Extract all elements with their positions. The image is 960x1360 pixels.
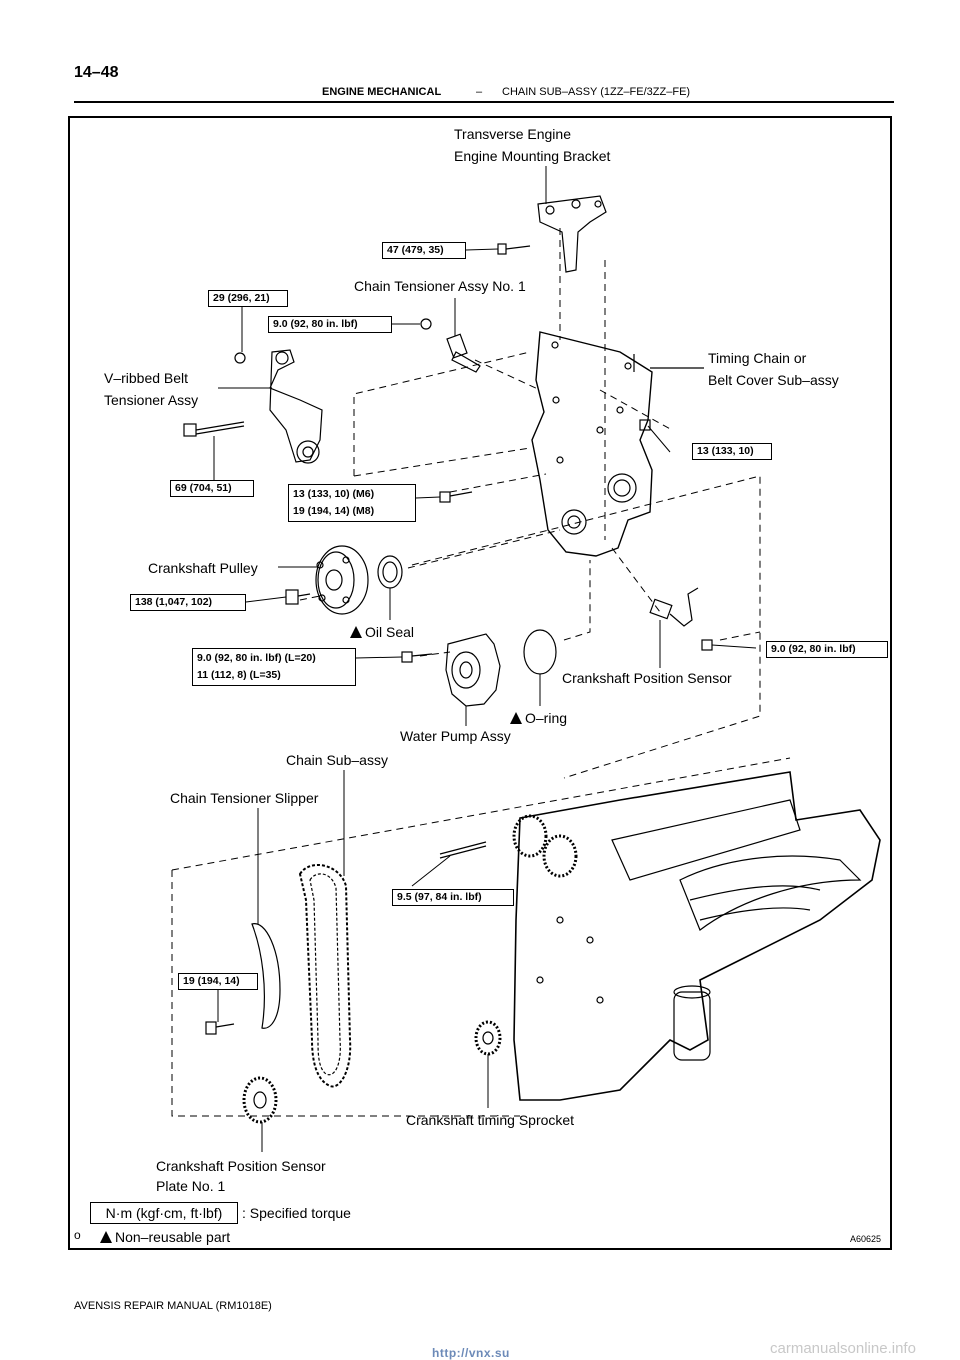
legend-unit-desc: : Specified torque <box>242 1205 351 1221</box>
header-section: ENGINE MECHANICAL <box>322 86 442 98</box>
label-crankshaft-pulley: Crankshaft Pulley <box>148 560 258 576</box>
nonreusable-marker-icon <box>350 626 362 638</box>
legend-marker-o: o <box>74 1228 81 1242</box>
label-vribbed-belt: V–ribbed Belt <box>104 370 189 386</box>
label-transverse-engine: Transverse Engine <box>454 126 571 142</box>
label-oil-seal-text: Oil Seal <box>365 624 415 640</box>
torque-wp-l35: 11 (112, 8) (L=35) <box>197 669 281 681</box>
page-number: 14–48 <box>74 64 119 81</box>
header-subsection: CHAIN SUB–ASSY (1ZZ–FE/3ZZ–FE) <box>502 86 691 98</box>
label-chain-tensioner-slipper: Chain Tensioner Slipper <box>170 790 319 806</box>
nonreusable-marker-icon <box>100 1231 112 1243</box>
torque-19: 19 (194, 14) <box>178 973 258 990</box>
watermark-site: carmanualsonline.info <box>770 1340 916 1357</box>
legend-nonreusable: Non–reusable part <box>100 1227 230 1247</box>
label-crank-timing-sprocket: Crankshaft timing Sprocket <box>406 1112 575 1128</box>
figure-frame <box>68 116 892 1250</box>
watermark-url[interactable]: http://vnx.su <box>432 1346 510 1360</box>
label-tensioner-assy: Tensioner Assy <box>104 392 199 408</box>
nonreusable-marker-icon <box>510 712 522 724</box>
legend-nonreusable-text: Non–reusable part <box>115 1229 231 1245</box>
torque-cover-m8: 19 (194, 14) (M8) <box>293 505 375 517</box>
header-rule <box>74 101 894 103</box>
label-o-ring-text: O–ring <box>525 710 568 726</box>
label-crank-sensor-plate-1: Crankshaft Position Sensor <box>156 1158 326 1174</box>
torque-69: 69 (704, 51) <box>170 480 254 497</box>
label-chain-tensioner-assy: Chain Tensioner Assy No. 1 <box>354 278 526 294</box>
torque-wp-l20: 9.0 (92, 80 in. lbf) (L=20) <box>197 652 316 664</box>
torque-sensor-bolt: 9.0 (92, 80 in. lbf) <box>766 641 888 658</box>
label-crank-sensor-plate-2: Plate No. 1 <box>156 1178 226 1194</box>
label-engine-mounting-bracket: Engine Mounting Bracket <box>454 148 611 164</box>
label-oil-seal: Oil Seal <box>350 622 414 642</box>
torque-pulley-bolt: 138 (1,047, 102) <box>130 594 246 611</box>
torque-tensioner-bolt: 9.0 (92, 80 in. lbf) <box>268 316 392 333</box>
torque-stud: 9.5 (97, 84 in. lbf) <box>392 889 514 906</box>
label-chain-sub-assy: Chain Sub–assy <box>286 752 388 768</box>
legend-unit-box: N·m (kgf·cm, ft·lbf) <box>90 1202 238 1224</box>
header-separator: – <box>476 86 483 98</box>
torque-mount-bolt: 47 (479, 35) <box>382 242 466 259</box>
label-o-ring: O–ring <box>510 708 567 728</box>
label-timing-chain-cover-2: Belt Cover Sub–assy <box>708 372 839 388</box>
label-crank-position-sensor: Crankshaft Position Sensor <box>562 670 732 686</box>
page-footer: AVENSIS REPAIR MANUAL (RM1018E) <box>74 1300 272 1312</box>
torque-29: 29 (296, 21) <box>208 290 288 307</box>
figure-id: A60625 <box>850 1234 882 1244</box>
label-water-pump: Water Pump Assy <box>400 728 511 744</box>
torque-cover-m6: 13 (133, 10) (M6) <box>293 488 375 500</box>
torque-water-pump: 9.0 (92, 80 in. lbf) (L=20) 11 (112, 8) … <box>192 648 356 686</box>
torque-cover-bolts: 13 (133, 10) (M6) 19 (194, 14) (M8) <box>288 484 416 522</box>
page-header: ENGINE MECHANICAL – CHAIN SUB–ASSY (1ZZ–… <box>0 86 960 102</box>
label-timing-chain-cover-1: Timing Chain or <box>708 350 807 366</box>
torque-cover-nut: 13 (133, 10) <box>692 443 772 460</box>
